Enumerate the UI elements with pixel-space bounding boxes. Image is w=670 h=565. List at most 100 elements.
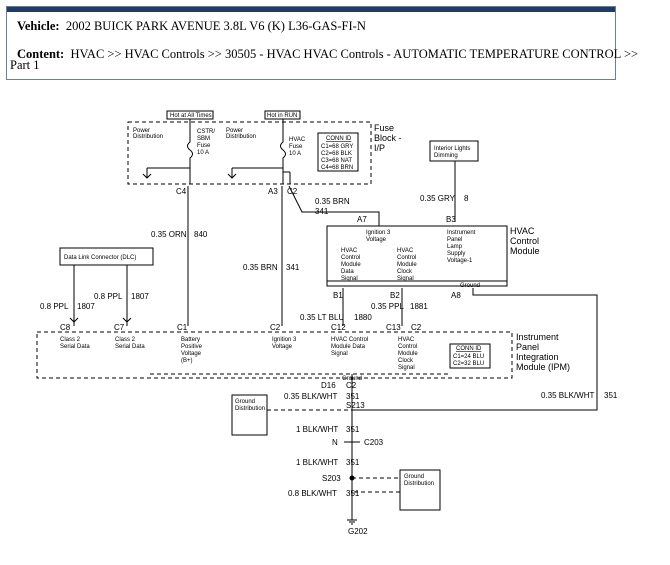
- pin-c2-ipm: C2: [270, 323, 281, 332]
- conn-id-title-2: CONN ID: [456, 346, 482, 352]
- ground-distribution-box-2: [399, 469, 441, 511]
- ipm-label-4: Module (IPM): [516, 362, 570, 372]
- wire-035-gry: 0.35 GRY: [420, 194, 456, 203]
- wire-035-blkwht-right: 0.35 BLK/WHT: [541, 391, 594, 400]
- ground-distribution-label-1b: Distribution: [235, 406, 265, 412]
- hvac-data2-label-3: Signal: [331, 351, 348, 357]
- class2-b-label-1: Class 2: [115, 337, 136, 343]
- conn-id-row-c2: C2=68 BLK: [321, 151, 352, 157]
- circuit-1881: 1881: [410, 302, 428, 311]
- circuit-351-c: 351: [346, 458, 360, 467]
- circuit-351-b: 351: [346, 425, 360, 434]
- interior-lights-box: [429, 140, 479, 162]
- battery-label-3: Voltage: [181, 351, 202, 357]
- circuit-1880: 1880: [354, 313, 372, 322]
- ip-lamp-label-3: Lamp: [447, 244, 463, 250]
- hvac-data-label-4: Data: [341, 269, 354, 275]
- circuit-1807-b: 1807: [131, 292, 149, 301]
- wire-035-blkwht-a: 0.35 BLK/WHT: [284, 392, 337, 401]
- pin-c2-fuse-block: C2: [287, 187, 298, 196]
- conn-id2-row-c2: C2=32 BLU: [453, 361, 484, 367]
- pin-a3: A3: [268, 187, 278, 196]
- hvac-data2-label-2: Module Data: [331, 344, 366, 350]
- pin-c1: C1: [177, 323, 188, 332]
- battery-label-1: Battery: [181, 337, 200, 343]
- wire-08-ppl-a: 0.8 PPL: [40, 302, 69, 311]
- power-distribution-label-2b: Distribution: [226, 134, 256, 140]
- wire-1-blkwht-a: 1 BLK/WHT: [296, 425, 338, 434]
- ipm-label-2: Panel: [516, 342, 539, 352]
- hot-in-run-label: Hot in RUN: [267, 113, 297, 119]
- circuit-341: 341: [315, 207, 329, 216]
- ignition3-b-label-2: Voltage: [272, 344, 293, 350]
- pin-c2-c: C2: [346, 381, 357, 390]
- wire-1-blkwht-b: 1 BLK/WHT: [296, 458, 338, 467]
- ipm-ground-label: Ground: [342, 376, 362, 382]
- ground-distribution-label-1a: Ground: [235, 399, 255, 405]
- ip-lamp-label-5: Voltage-1: [447, 258, 473, 264]
- hvac-module-label-2: Control: [510, 236, 539, 246]
- circuit-351-d: 351: [346, 489, 360, 498]
- cstr-fuse-label-1: CSTR/: [197, 129, 215, 135]
- ip-lamp-label-1: Instrument: [447, 230, 476, 236]
- pin-n: N: [332, 438, 338, 447]
- ipm-outline: [36, 331, 513, 379]
- pin-c2-b: C2: [411, 323, 422, 332]
- wire-035-brn-341: 0.35 BRN: [243, 263, 278, 272]
- hvac-clock2-label-5: Signal: [398, 365, 415, 371]
- cstr-fuse-label-3: Fuse: [197, 143, 211, 149]
- ipm-label-3: Integration: [516, 352, 559, 362]
- pin-c7: C7: [114, 323, 125, 332]
- wire-035-orn: 0.35 ORN: [151, 230, 187, 239]
- battery-label-2: Positive: [181, 344, 203, 350]
- hvac-data-label-3: Module: [341, 262, 361, 268]
- cstr-fuse-label-2: SBM: [197, 136, 210, 142]
- conn-id-row-c1: C1=68 GRY: [321, 144, 353, 150]
- pin-b3: B3: [446, 215, 456, 224]
- interior-lights-label-1: Interior Lights: [434, 146, 470, 152]
- content-line: Content: HVAC >> HVAC Controls >> 30505 …: [17, 47, 638, 62]
- connector-c203: C203: [364, 438, 384, 447]
- hvac-clock2-label-3: Module: [398, 351, 418, 357]
- vehicle-line: Vehicle: 2002 BUICK PARK AVENUE 3.8L V6 …: [17, 19, 366, 34]
- hvac-clock-label-5: Signal: [397, 276, 414, 282]
- hvac-data-label-2: Control: [341, 255, 360, 261]
- ground-distribution-box-1: [231, 394, 268, 436]
- wire-035-ltblu: 0.35 LT BLU: [300, 313, 344, 322]
- circuit-341-b: 341: [286, 263, 300, 272]
- circuit-1807-a: 1807: [77, 302, 95, 311]
- pin-c12: C12: [331, 323, 346, 332]
- circuit-351-a: 351: [346, 392, 360, 401]
- hvac-module-label-3: Module: [510, 246, 540, 256]
- fuse-block-outline: [127, 121, 372, 185]
- conn-id-box-fuse-block: [317, 132, 359, 172]
- battery-label-4: (B+): [181, 358, 193, 364]
- hvac-fuse-label-1: HVAC: [289, 137, 306, 143]
- circuit-351-right: 351: [604, 391, 618, 400]
- hvac-data-label-5: Signal: [341, 276, 358, 282]
- ip-lamp-label-4: Supply: [447, 251, 465, 257]
- pin-b2: B2: [390, 291, 400, 300]
- ip-lamp-label-2: Panel: [447, 237, 462, 243]
- hvac-clock2-label-4: Clock: [398, 358, 414, 364]
- class2-a-label-1: Class 2: [60, 337, 81, 343]
- hvac-clock-label-3: Module: [397, 262, 417, 268]
- conn-id2-row-c1: C1=24 BLU: [453, 354, 484, 360]
- power-distribution-label-1a: Power: [133, 128, 150, 134]
- splice-s203: S203: [322, 474, 341, 483]
- class2-b-label-2: Serial Data: [115, 344, 145, 350]
- hvac-data2-label-1: HVAC Control: [331, 337, 368, 343]
- fuse-block-label-2: Block -: [374, 133, 402, 143]
- hvac-fuse-label-3: 10 A: [289, 151, 301, 157]
- wire-035-brn: 0.35 BRN: [315, 197, 350, 206]
- ignition3-b-label-1: Ignition 3: [272, 337, 297, 343]
- splice-s213: S213: [346, 401, 365, 410]
- pin-b1: B1: [333, 291, 343, 300]
- circuit-8: 8: [464, 194, 469, 203]
- pin-c4: C4: [176, 187, 187, 196]
- hvac-clock-label-1: HVAC: [397, 248, 414, 254]
- hvac-clock2-label-1: HVAC: [398, 337, 415, 343]
- hvac-clock-label-4: Clock: [397, 269, 413, 275]
- conn-id-row-c4: C4=68 BRN: [321, 165, 353, 171]
